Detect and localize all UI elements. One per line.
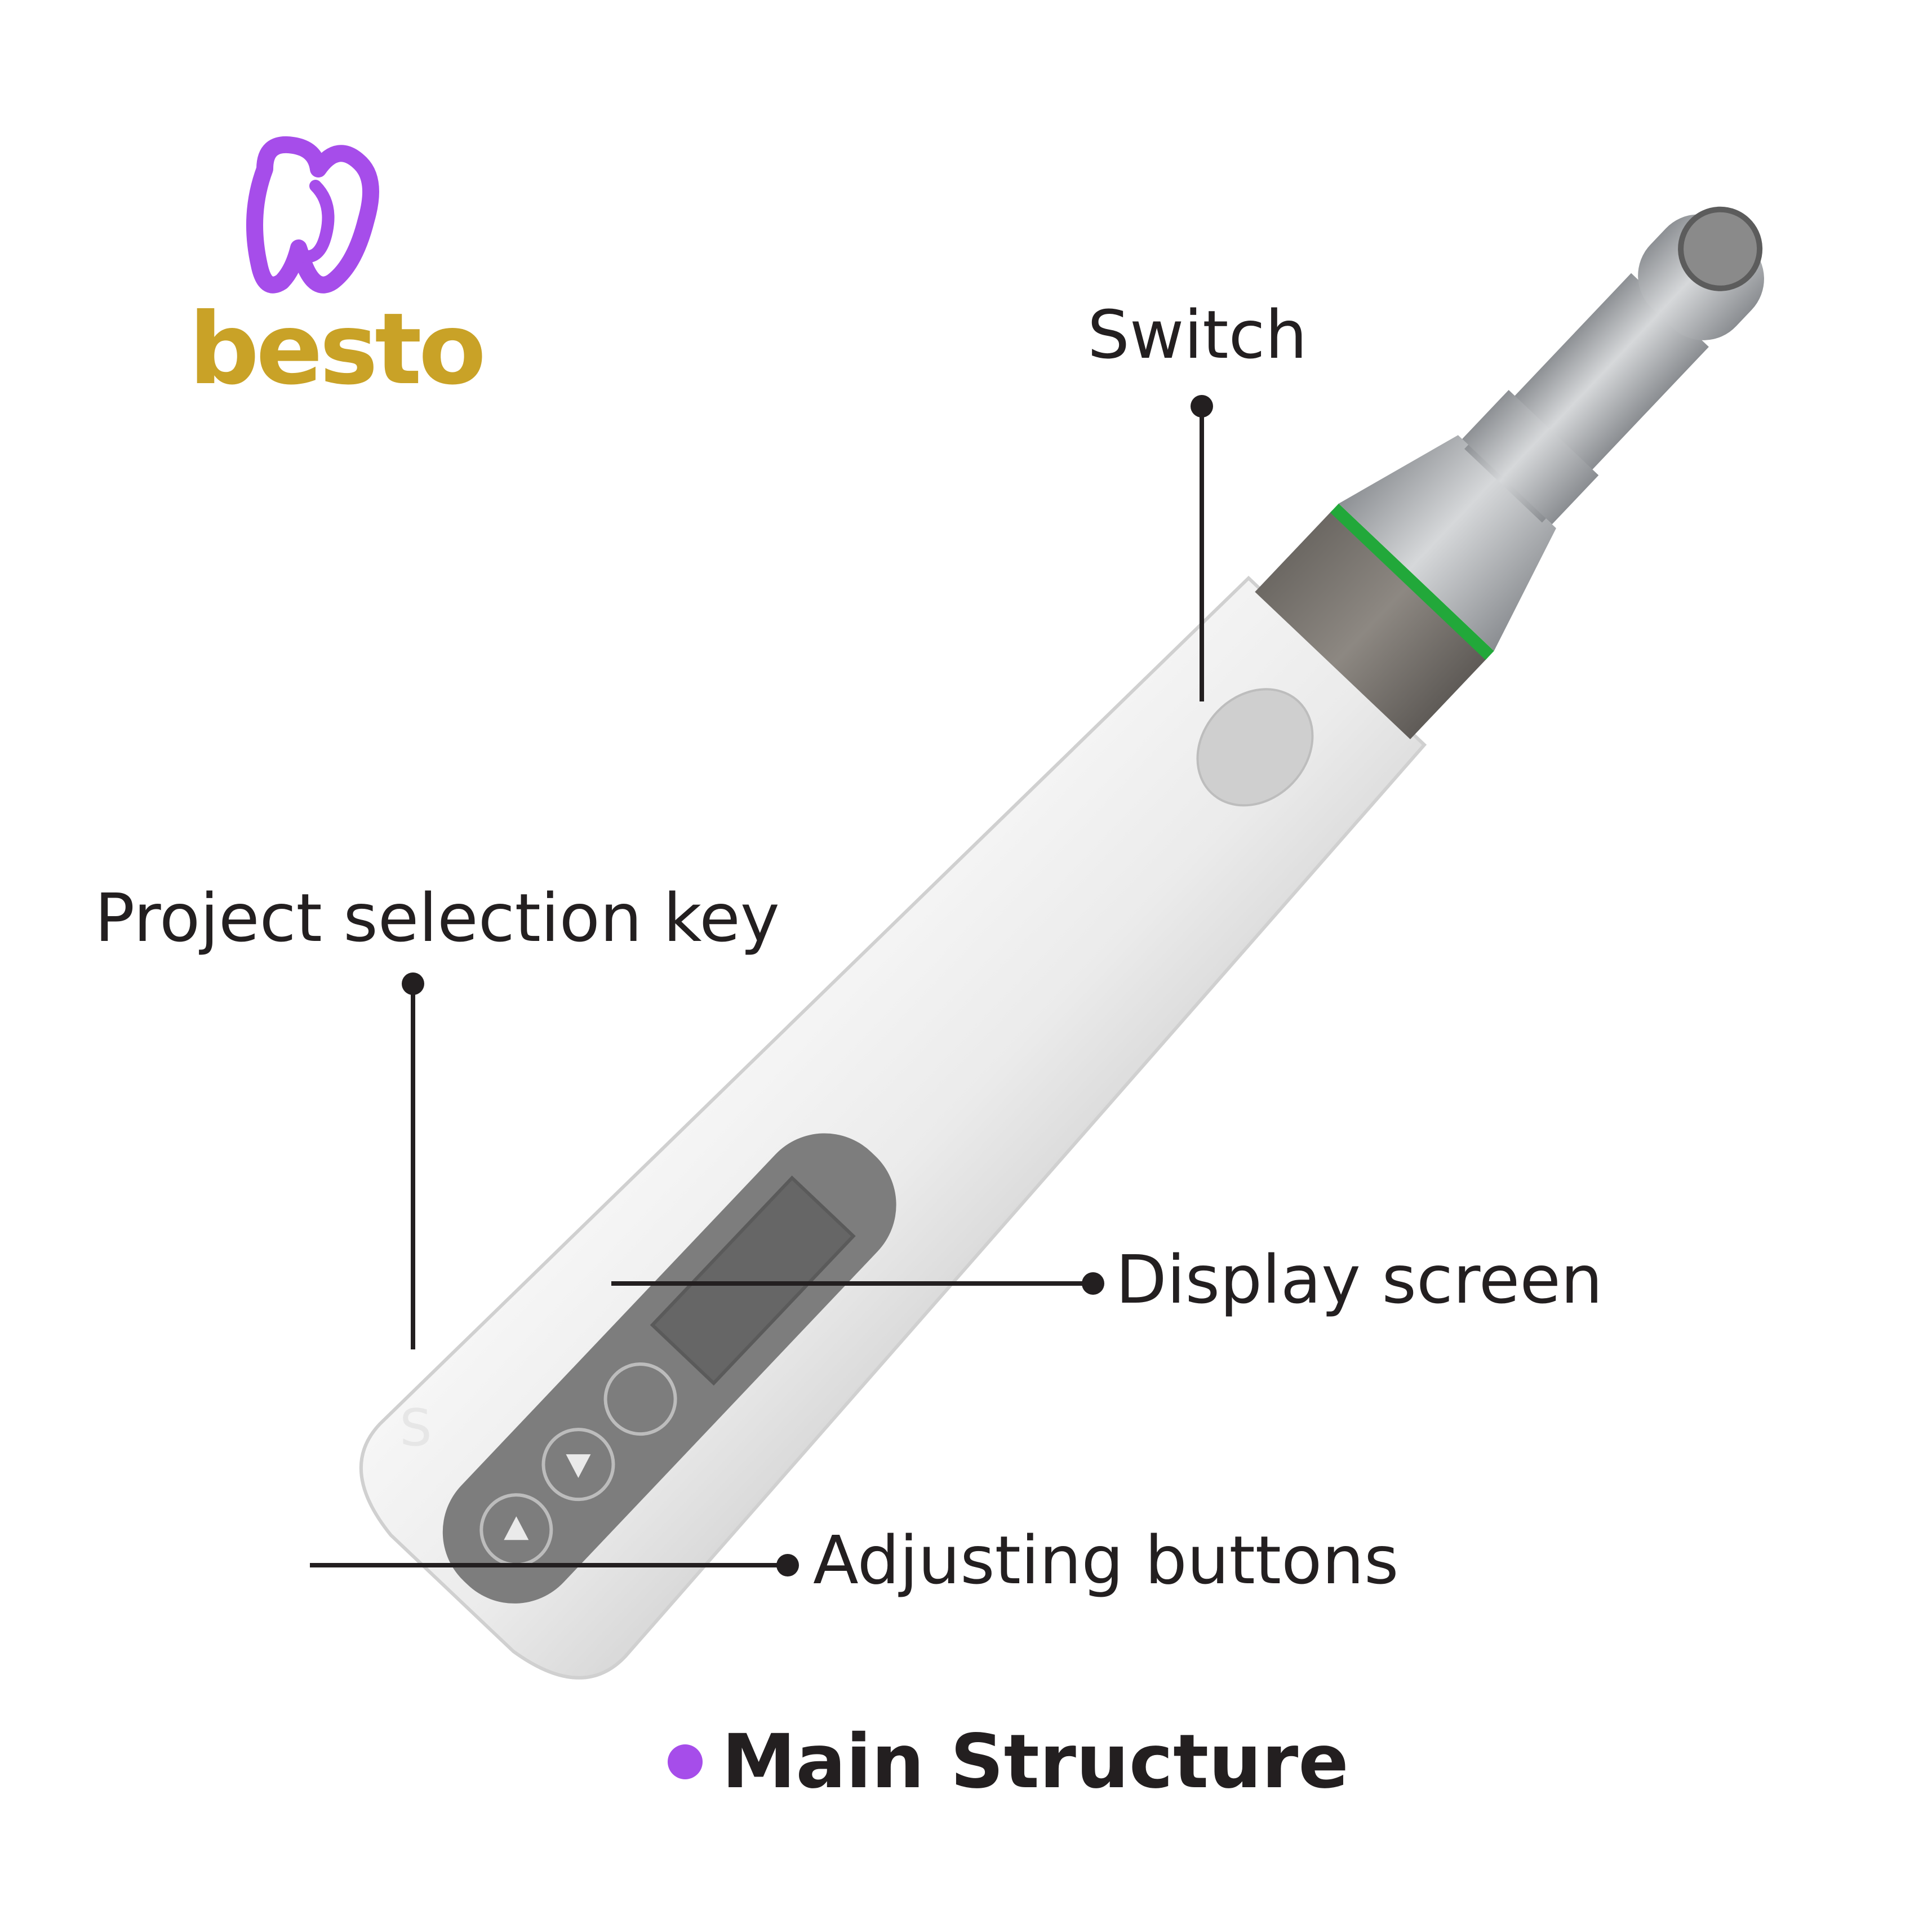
callout-lines (310, 406, 1204, 1567)
display-screen (650, 1175, 856, 1386)
tooth-inner-stroke (298, 180, 335, 263)
display-callout-dot (1082, 1272, 1104, 1295)
key-s[interactable] (591, 1349, 690, 1448)
collar (1255, 510, 1488, 740)
handpiece-body-group (359, 206, 1764, 1680)
switch-button[interactable] (1174, 666, 1336, 829)
switch-callout-dot (1191, 395, 1213, 418)
adjust-callout-dot (776, 1554, 799, 1576)
footer-title-row: Main Structure (668, 1718, 1349, 1805)
bullet-dot-icon (668, 1744, 703, 1779)
callout-dots (402, 395, 1213, 1576)
display-screen-label: Display screen (1116, 1241, 1603, 1318)
adjust-up-button[interactable] (467, 1481, 566, 1579)
besto-logo: besto (189, 136, 486, 407)
project-selection-key-label: Project selection key (95, 879, 780, 957)
main-structure-title: Main Structure (722, 1718, 1349, 1805)
head-shaft-ring (1462, 390, 1599, 525)
green-ring (1330, 503, 1494, 660)
adjusting-buttons-label: Adjusting buttons (813, 1521, 1399, 1599)
tooth-icon (246, 136, 379, 294)
project-key-callout-dot (402, 972, 424, 995)
adjust-down-button[interactable] (529, 1415, 628, 1514)
head-cap (1678, 206, 1763, 291)
switch-label: Switch (1087, 296, 1308, 374)
key-s-label: S (399, 1398, 432, 1458)
head-neck (1338, 435, 1556, 651)
logo-text: besto (189, 292, 483, 407)
